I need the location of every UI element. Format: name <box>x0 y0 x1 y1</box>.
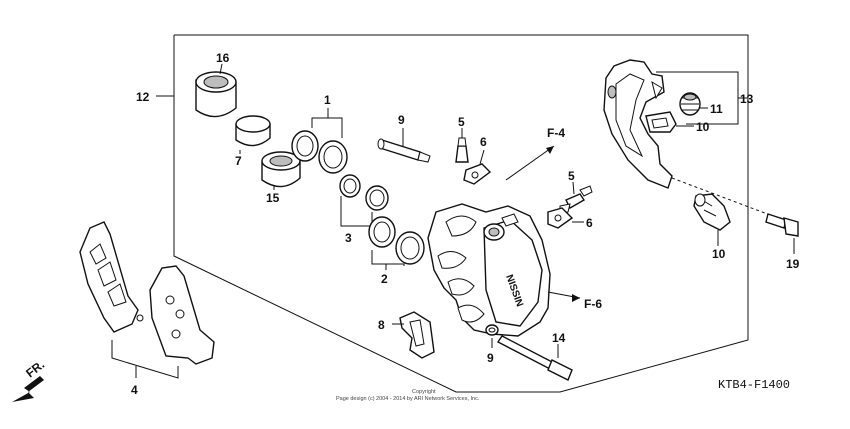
callout-13: 11 <box>710 102 723 116</box>
part-4-brake-pad-left[interactable] <box>79 221 139 333</box>
part-8-pad-spring[interactable] <box>399 311 435 359</box>
callout-6-lower: 6 <box>586 216 593 230</box>
callout-5-upper: 5 <box>458 115 465 129</box>
part-17-bushing[interactable] <box>261 151 301 188</box>
part-16-bolt[interactable] <box>496 335 573 381</box>
part-11-pin[interactable] <box>377 138 431 163</box>
part-3-piston-seals[interactable] <box>339 174 389 211</box>
part-1-piston-seals[interactable] <box>291 130 348 174</box>
part-2-piston-seals[interactable] <box>368 216 425 265</box>
assembly-frame <box>173 34 749 393</box>
part-6-cap-lower[interactable] <box>547 207 574 229</box>
callout-4: 4 <box>131 383 138 397</box>
part-6-cap-upper[interactable] <box>463 163 492 185</box>
part-10-retainer[interactable] <box>645 111 677 133</box>
ref-f4[interactable]: F-4 <box>547 126 565 140</box>
front-direction-arrow: FR. <box>12 357 47 402</box>
part-5-bleeder-upper[interactable] <box>455 137 469 163</box>
ref-fr: FR. <box>23 357 47 380</box>
part-4-brake-pad-right[interactable] <box>136 265 215 365</box>
callout-16: 14 <box>552 331 566 345</box>
callout-11: 9 <box>398 113 405 127</box>
callout-12: 10 <box>712 247 726 261</box>
callout-17: 15 <box>266 191 280 205</box>
callout-6-upper: 6 <box>480 135 487 149</box>
part-13-boot[interactable] <box>679 92 701 116</box>
caliper-body[interactable]: NISSIN <box>427 203 551 337</box>
callout-19: 19 <box>786 257 800 271</box>
callout-14: 12 <box>136 90 150 104</box>
callout-15: 13 <box>740 92 754 106</box>
part-5-bleeder-lower[interactable] <box>559 185 593 215</box>
callout-3: 3 <box>345 231 352 245</box>
callout-10: 10 <box>696 120 710 134</box>
f4-arrow <box>546 146 554 154</box>
callout-9: 9 <box>487 351 494 365</box>
part-19-bolt[interactable] <box>765 213 799 237</box>
callout-8: 8 <box>378 318 385 332</box>
ref-f6[interactable]: F-6 <box>584 297 602 311</box>
callout-1: 1 <box>324 93 331 107</box>
part-7-bushing[interactable] <box>235 115 271 147</box>
callout-2: 2 <box>381 272 388 286</box>
copyright-line-2: Page design (c) 2004 - 2014 by ARI Netwo… <box>336 396 480 402</box>
part-15-bracket[interactable] <box>603 59 673 189</box>
callout-18: 16 <box>216 51 230 65</box>
diagram-code: KTB4-F1400 <box>718 378 790 392</box>
part-18-sleeve[interactable] <box>195 71 237 118</box>
part-9-o-ring[interactable] <box>485 324 499 336</box>
f6-arrow <box>572 294 580 302</box>
copyright-line-1: Copyright <box>412 389 436 395</box>
callout-5-lower: 5 <box>568 169 575 183</box>
part-12-boot[interactable] <box>693 193 731 231</box>
callout-7: 7 <box>235 154 242 168</box>
